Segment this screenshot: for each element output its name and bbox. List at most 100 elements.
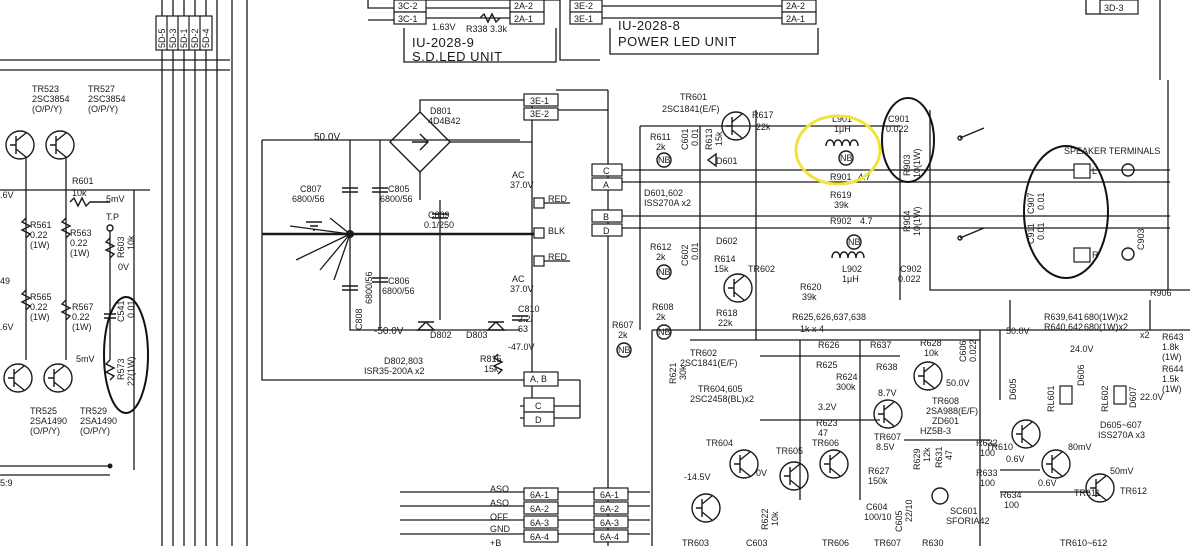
ac-voltage-b: 37.0V (510, 284, 534, 294)
tr523-rank: (O/P/Y) (32, 104, 62, 114)
r619-value: 39k (834, 200, 849, 210)
r627-label: R627 (868, 466, 890, 476)
voltage-5mv-a: 5mV (106, 194, 125, 204)
l902-value: 1μH (842, 274, 859, 284)
r630-label: R630 (922, 538, 944, 546)
nb-mark-2: NB (840, 153, 853, 163)
wire-red-2: RED (548, 252, 568, 262)
r621-label: R621 (668, 362, 678, 384)
tr527-model: 2SC3854 (88, 94, 126, 104)
conn-5d3: 5D-3 (168, 28, 178, 48)
c907-value: 0.01 (1036, 192, 1046, 210)
conn-6a2-right: 6A-2 (600, 504, 619, 514)
r628-label: R628 (920, 338, 942, 348)
r620-value: 39k (802, 292, 817, 302)
r624-label: R624 (836, 372, 858, 382)
r563-label: R563 (70, 228, 92, 238)
r611-value: 2k (656, 142, 666, 152)
r639-641-value: 680(1W)x2 (1084, 312, 1128, 322)
r644-watt: (1W) (1162, 384, 1182, 394)
conn-d-right: D (603, 226, 610, 236)
l901-label: L901 (832, 114, 852, 124)
conn-3e2-mid: 3E-2 (530, 109, 549, 119)
lower-control: TR602 2SC1841(E/F) R626 R637 R625 R624 3… (651, 312, 1190, 546)
r903-value: 10(1W) (912, 148, 922, 178)
c911-label: C911 (1026, 223, 1036, 244)
conn-3c2: 3C-2 (398, 1, 418, 11)
nb-mark-5: NB (658, 327, 671, 337)
c810-value: 2.2/ (518, 314, 534, 324)
conn-2a1-left: 2A-1 (514, 14, 533, 24)
c604-label: C604 (866, 502, 888, 512)
r643-watt: (1W) (1162, 352, 1182, 362)
voltage-24v: 24.0V (1070, 344, 1094, 354)
voltage-8-5v: 8.5V (876, 442, 895, 452)
bus-connector-labels: 5D-5 5D-3 5D-1 5D-2 5D-4 (155, 15, 213, 51)
voltage-0-6v-b: 0.6V (1038, 478, 1057, 488)
tr604-label: TR604 (706, 438, 733, 448)
conn-c-mid: C (535, 401, 542, 411)
c809-label: C809 (428, 210, 450, 220)
r906-label: R906 (1150, 288, 1172, 298)
r603-value: 10k (126, 235, 136, 250)
r623-label: R623 (816, 418, 838, 428)
r613-label: R613 (704, 128, 714, 150)
voltage-50v: 50.0V (314, 132, 340, 143)
voltage-8-7v: 8.7V (878, 388, 897, 398)
r625-count: 1k x 4 (800, 324, 824, 334)
c809-value: 0.1/250 (424, 220, 454, 230)
r567-value: 0.22 (72, 312, 90, 322)
r815-label: R815 (480, 354, 502, 364)
conn-5d1: 5D-1 (179, 28, 189, 48)
nb-mark-4: NB (658, 267, 671, 277)
r626-label: R626 (818, 340, 840, 350)
nb-mark-1: NB (658, 155, 671, 165)
speaker-protection: C A B D TR601 2SC1841(E/F) R617 22k R611… (591, 92, 1190, 358)
d802-label: D802 (430, 330, 452, 340)
highlight-l901 (794, 114, 882, 186)
tr607-bottom-label: TR607 (874, 538, 901, 546)
c541-label: C541 (116, 300, 126, 322)
r625-label: R625 (816, 360, 838, 370)
off-label: OFF (490, 512, 508, 522)
l902-label: L902 (842, 264, 862, 274)
r573-label: R573 (116, 358, 126, 380)
r622-value: 10k (770, 511, 780, 526)
highlight-c541-r573 (103, 296, 149, 414)
rl601-label: RL601 (1046, 385, 1056, 412)
tr529-label: TR529 (80, 406, 107, 416)
tr529-model: 2SA1490 (80, 416, 117, 426)
sd-led-unit-name: S.D.LED UNIT (412, 49, 503, 64)
conn-6a1-left: 6A-1 (530, 490, 549, 500)
r614-label: R614 (714, 254, 736, 264)
r644-value: 1.5k (1162, 374, 1180, 384)
conn-d-mid: D (535, 415, 542, 425)
c901-value: 0.022 (886, 124, 909, 134)
c805-value: 6800/56 (380, 194, 413, 204)
conn-2a1-right: 2A-1 (786, 14, 805, 24)
r815-value: 15k (484, 364, 499, 374)
d607-label: D607 (1128, 386, 1138, 408)
tr601-model: 2SC1841(E/F) (662, 104, 720, 114)
conn-6a4-left: 6A-4 (530, 532, 549, 542)
c907-label: C907 (1026, 192, 1036, 214)
r561-watt: (1W) (30, 240, 50, 250)
iss-model: ISS270A x2 (644, 198, 691, 208)
r629-label: R629 (912, 448, 922, 470)
voltage-22v: 22.0V (1140, 392, 1164, 402)
c601-value: 0.01 (690, 128, 700, 146)
r631-value: 47 (944, 450, 954, 460)
c810-label: C810 (518, 304, 540, 314)
r563-watt: (1W) (70, 248, 90, 258)
tr605-label: TR605 (776, 446, 803, 456)
r902-label: R902 (830, 216, 852, 226)
r618-label: R618 (716, 308, 738, 318)
zd601-label: ZD601 (932, 416, 959, 426)
aso-label-2: ASO (490, 498, 509, 508)
conn-6a3-left: 6A-3 (530, 518, 549, 528)
nb-mark-6: NB (618, 345, 631, 355)
r567-label: R567 (72, 302, 94, 312)
r620-label: R620 (800, 282, 822, 292)
tr610-label: TR610 (986, 442, 1013, 452)
r644-label: R644 (1162, 364, 1184, 374)
